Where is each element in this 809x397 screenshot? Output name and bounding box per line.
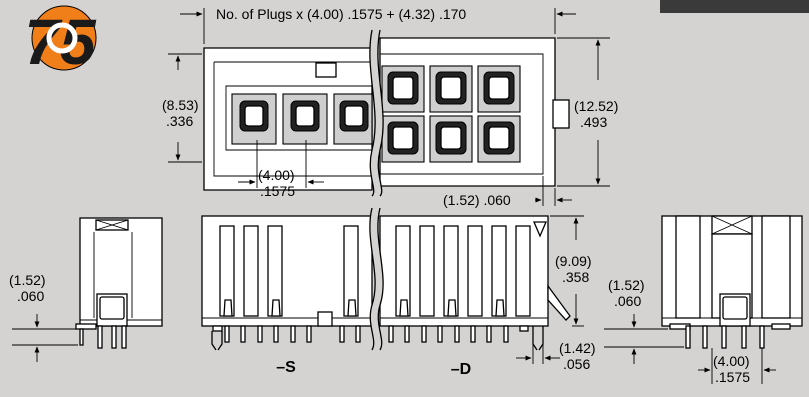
- dim-tab: (1.52) .060: [443, 176, 572, 208]
- pitch-bottom-in: .1575: [715, 369, 750, 385]
- badge-number: 75: [24, 6, 97, 78]
- dim-pitch-top: (4.00) .1575: [238, 140, 324, 199]
- front-slots-right: [395, 221, 571, 321]
- dim-peg: (1.42) .056: [516, 340, 596, 372]
- dim-body-height: (9.09) .358: [550, 215, 592, 327]
- plugs-width-text: No. of Plugs x (4.00) .1575 + (4.32) .17…: [216, 6, 466, 22]
- peg-mm: (1.42): [559, 340, 596, 356]
- body-height-mm: (9.09): [555, 253, 592, 269]
- label-single-row: –S: [276, 359, 296, 376]
- dim-right-tail: (1.52) .060: [604, 277, 684, 364]
- front-slots-left: [219, 225, 359, 327]
- header-bar: [660, 0, 809, 13]
- height-mm: (8.53): [162, 97, 199, 113]
- dim-height: (8.53) .336: [162, 53, 202, 163]
- pitch-top-in: .1575: [260, 183, 295, 199]
- dim-pitch-bottom: (4.00) .1575: [698, 348, 776, 385]
- top-cavity-row-left: [231, 93, 373, 145]
- dim-plugs-width: No. of Plugs x (4.00) .1575 + (4.32) .17…: [180, 6, 576, 44]
- latch-notch: [315, 62, 337, 78]
- front-pins-left: [211, 325, 361, 351]
- side-view-left: [75, 217, 163, 349]
- label-dual-row: –D: [451, 361, 471, 378]
- break-line-front: [369, 207, 376, 351]
- part-number-badge: 75: [24, 5, 97, 78]
- top-cavity-row-right: [381, 65, 521, 163]
- peg-in: .056: [563, 356, 590, 372]
- left-tail-in: .060: [17, 288, 44, 304]
- right-tail-in: .060: [614, 293, 641, 309]
- pitch-top-mm: (4.00): [258, 167, 295, 183]
- break-line-top: [369, 29, 376, 197]
- overall-in: .493: [580, 114, 607, 130]
- polarizing-peg: [552, 99, 570, 129]
- front-pins-right: [388, 325, 544, 351]
- height-in: .336: [166, 113, 193, 129]
- dim-left-tail: (1.52) .060: [9, 272, 78, 362]
- tab-text: (1.52) .060: [443, 192, 511, 208]
- front-view: [201, 207, 571, 351]
- top-view: [203, 29, 570, 197]
- side-view-right: [661, 215, 803, 349]
- dim-overall-height: (12.52) .493: [557, 37, 618, 187]
- pitch-bottom-mm: (4.00): [713, 353, 750, 369]
- left-tail-mm: (1.52): [9, 272, 46, 288]
- right-tail-mm: (1.52): [608, 277, 645, 293]
- overall-mm: (12.52): [574, 98, 618, 114]
- body-height-in: .358: [562, 269, 589, 285]
